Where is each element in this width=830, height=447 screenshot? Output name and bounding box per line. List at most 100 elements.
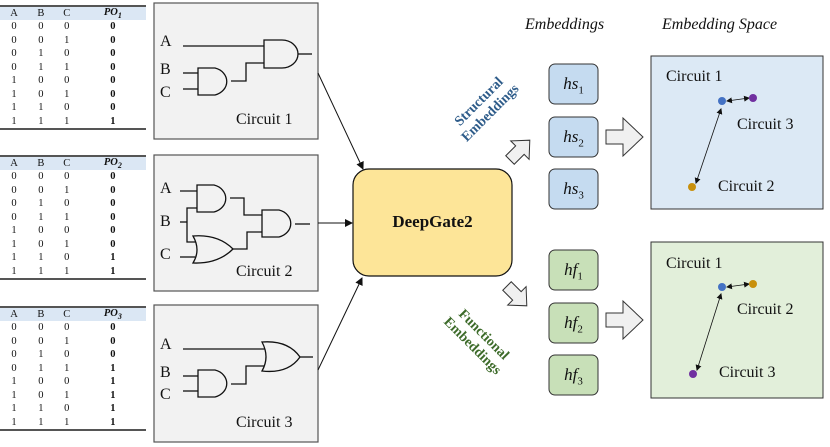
header-a: A (0, 305, 28, 322)
output-cell: 0 (110, 349, 116, 361)
input-cell: 1 (64, 389, 70, 401)
input-cell: 0 (64, 21, 70, 33)
header-a: A (0, 154, 28, 171)
model-label: DeepGate2 (392, 212, 473, 231)
functional-space-circuit-2-label: Circuit 2 (737, 301, 794, 318)
header-po: PO2 (79, 154, 146, 171)
input-cell: 1 (64, 362, 70, 374)
output-cell: 0 (110, 335, 116, 347)
circuit-2-wires (180, 190, 310, 258)
input-cell: 1 (38, 48, 44, 60)
input-cell: 0 (64, 322, 70, 334)
input-cell: 0 (11, 322, 17, 334)
output-cell: 1 (79, 264, 146, 281)
circuit-1-panel (153, 2, 319, 140)
embedding-space-heading: Embedding Space (662, 16, 778, 33)
input-cell: 1 (38, 102, 44, 114)
input-cell: 1 (11, 75, 17, 87)
output-cell: 1 (110, 389, 116, 401)
or-gate-icon (260, 341, 301, 373)
input-label-c: C (160, 84, 171, 101)
arrow-circuit3-to-model (317, 277, 363, 371)
input-label-b: B (160, 213, 171, 230)
functional-space-circuit-1-label: Circuit 1 (666, 255, 723, 272)
input-cell: 0 (64, 403, 70, 415)
input-label-b: B (160, 61, 171, 78)
hf1-label: hf1 (564, 260, 583, 283)
output-cell: 0 (110, 171, 116, 183)
output-cell: 1 (110, 362, 116, 374)
input-label-c: C (160, 246, 171, 263)
and-gate-icon (261, 209, 292, 238)
header-a: A (0, 4, 28, 21)
output-cell: 1 (110, 403, 116, 415)
input-cell: 1 (27, 415, 54, 432)
hf3-box (548, 354, 599, 396)
input-cell: 0 (64, 102, 70, 114)
hf2-label: hf2 (564, 313, 583, 336)
input-cell: 1 (38, 403, 44, 415)
input-cell: 1 (38, 252, 44, 264)
output-cell: 1 (79, 415, 146, 432)
input-cell: 1 (11, 376, 17, 388)
input-cell: 1 (64, 335, 70, 347)
input-cell: 0 (38, 88, 44, 100)
circuit-3-wires (183, 348, 313, 392)
structural-space-box (650, 55, 824, 210)
hs1-box (548, 63, 599, 105)
input-cell: 1 (38, 362, 44, 374)
input-label-c: C (160, 386, 171, 403)
output-cell: 1 (110, 376, 116, 388)
input-cell: 0 (11, 362, 17, 374)
header-b: B (27, 154, 54, 171)
input-cell: 0 (38, 75, 44, 87)
input-cell: 0 (64, 349, 70, 361)
input-cell: 0 (38, 171, 44, 183)
input-cell: 0 (11, 184, 17, 196)
and-gate-icon (263, 39, 299, 69)
input-cell: 0 (64, 75, 70, 87)
input-cell: 0 (64, 376, 70, 388)
circuit-3-point (689, 370, 697, 378)
input-label-a: A (160, 180, 172, 197)
output-cell: 0 (110, 48, 116, 60)
input-cell: 1 (0, 114, 28, 131)
distance-arrow-c1-c3 (726, 95, 750, 104)
input-cell: 0 (64, 198, 70, 210)
output-cell: 0 (110, 88, 116, 100)
table-row: 0 1 1 1 (0, 362, 146, 376)
output-cell: 0 (110, 211, 116, 223)
distance-arrow-c1-c2 (726, 281, 750, 290)
input-cell: 1 (38, 198, 44, 210)
input-cell: 0 (11, 198, 17, 210)
structural-space-circuit-1-label: Circuit 1 (666, 68, 723, 85)
functional-space-box (650, 241, 824, 399)
input-cell: 0 (38, 34, 44, 46)
input-cell: 1 (64, 34, 70, 46)
input-cell: 0 (38, 21, 44, 33)
hs2-label: hs2 (563, 127, 584, 150)
output-cell: 0 (110, 198, 116, 210)
circuit-3-point (749, 94, 757, 102)
input-cell: 1 (53, 415, 80, 432)
output-cell: 0 (110, 238, 116, 250)
input-cell: 1 (53, 264, 80, 281)
input-cell: 1 (11, 88, 17, 100)
input-cell: 1 (64, 88, 70, 100)
input-cell: 0 (64, 171, 70, 183)
arrow-circuit1-to-model (317, 72, 364, 170)
